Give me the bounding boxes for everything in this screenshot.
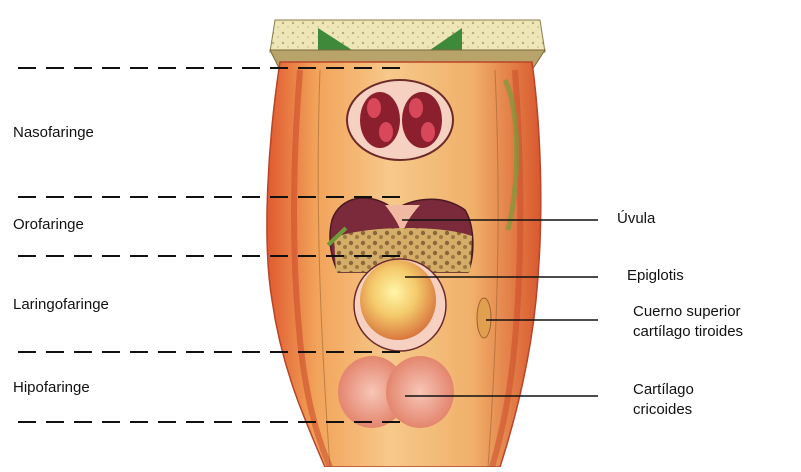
label-nasofaringe: Nasofaringe	[13, 124, 94, 141]
label-laringofaringe: Laringofaringe	[13, 296, 109, 313]
label-cricoid-line2: cricoides	[633, 400, 694, 420]
label-thyroid-horn-line1: Cuerno superior	[633, 302, 743, 322]
label-thyroid-horn-line2: cartílago tiroides	[633, 322, 743, 342]
cricoid-cartilage	[338, 356, 454, 428]
label-epiglottis: Epiglotis	[627, 266, 684, 286]
label-cricoid-line1: Cartílago	[633, 380, 694, 400]
label-uvula: Úvula	[617, 209, 655, 229]
label-orofaringe: Orofaringe	[13, 216, 84, 233]
choanae	[347, 80, 453, 160]
label-uvula-text: Úvula	[617, 210, 655, 227]
label-epiglottis-text: Epiglotis	[627, 267, 684, 284]
label-hipofaringe: Hipofaringe	[13, 379, 90, 396]
label-thyroid-horn: Cuerno superior cartílago tiroides	[633, 302, 743, 342]
label-cricoid: Cartílago cricoides	[633, 380, 694, 420]
